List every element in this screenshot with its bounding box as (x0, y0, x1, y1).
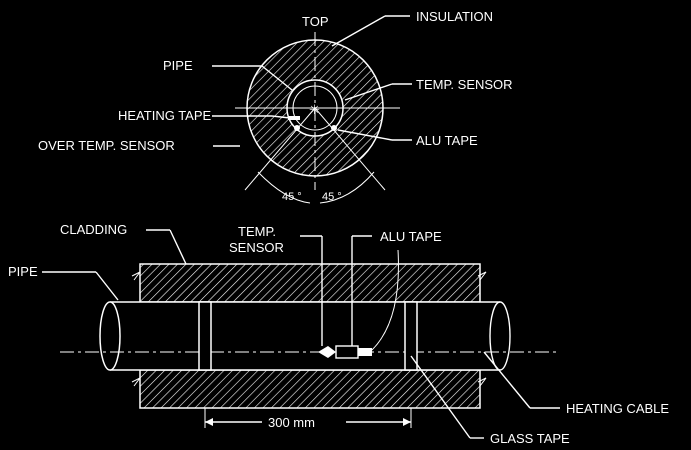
alu-tape-leader-top (337, 129, 393, 141)
temp-sensor-label-top: TEMP. SENSOR (416, 77, 513, 92)
glass-tape-leader (410, 355, 471, 439)
spacing-label: 300 mm (268, 415, 315, 430)
heating-cable-label: HEATING CABLE (566, 401, 669, 416)
angle-right-label: 45 ° (322, 191, 342, 203)
pipe-left-end (99, 301, 121, 371)
over-temp-sensor-label: OVER TEMP. SENSOR (38, 138, 175, 153)
pipe-body (110, 302, 500, 370)
cladding-label: CLADDING (60, 222, 127, 237)
angle-line-right (314, 107, 386, 191)
pipe-label-top: PIPE (163, 58, 193, 73)
alu-tape-label-top: ALU TAPE (416, 133, 478, 148)
cladding-bottom (139, 369, 481, 409)
glass-tape-label: GLASS TAPE (490, 431, 570, 446)
over-temp-sensor-dot (294, 125, 300, 131)
angle-left-label: 45 ° (282, 191, 302, 203)
alu-tape-label-side: ALU TAPE (380, 229, 442, 244)
side-view: CLADDING PIPE TEMP. SENSOR ALU TAPE HEAT… (8, 222, 669, 446)
pipe-label-side: PIPE (8, 264, 38, 279)
heating-cable-leader (483, 351, 531, 409)
temp-sensor-label-side-2: SENSOR (229, 240, 284, 255)
insulation-label: INSULATION (416, 9, 493, 24)
angle-arc-right (319, 171, 375, 204)
heating-tape-mark (288, 116, 300, 120)
glass-tape-right (404, 301, 418, 371)
alu-tape-side (335, 345, 359, 359)
insulation-leader (331, 15, 386, 47)
cladding-top (139, 263, 481, 303)
angle-line-left (244, 107, 316, 191)
top-label: TOP (302, 14, 329, 29)
temp-sensor-dot (331, 125, 337, 131)
cross-section-view: ✳ TOP INSULATION PIPE TEMP. SENSOR HEATI… (38, 9, 513, 204)
temp-sensor-side (318, 346, 336, 358)
temp-sensor-leader (344, 83, 393, 101)
alu-tape-wrap-line (371, 249, 399, 351)
pipe-right-end (499, 301, 511, 371)
glass-tape-left (198, 301, 212, 371)
angle-arc-left (257, 171, 311, 204)
temp-sensor-label-side-1: TEMP. (238, 224, 276, 239)
heating-tape-label: HEATING TAPE (118, 108, 212, 123)
